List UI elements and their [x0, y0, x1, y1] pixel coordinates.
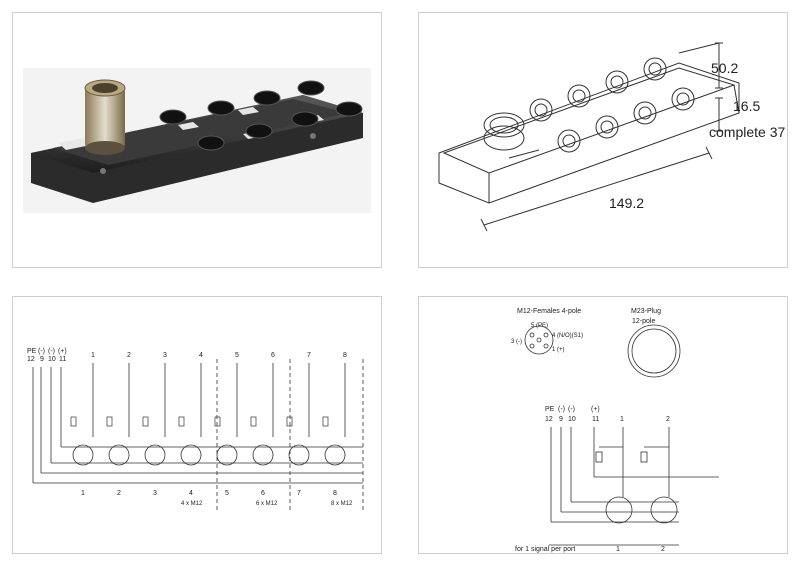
product-photo-panel	[12, 12, 382, 268]
m12-pinout	[524, 325, 554, 355]
port-2-socket	[650, 496, 678, 524]
port-1-socket	[605, 496, 633, 524]
label-strip	[58, 138, 91, 150]
product-photo	[23, 68, 371, 213]
dimension-drawing	[438, 42, 740, 232]
m23-plug	[84, 79, 126, 155]
m12-sockets	[159, 80, 363, 151]
wiring-8port-panel: PE (-) (-) (+) 12 9 10 11 4 x M12 6 x M1…	[12, 296, 382, 554]
m23-pinout	[627, 324, 681, 378]
wiring-8port-diagram	[32, 359, 364, 512]
wiring-2port-panel: M12-Females 4-pole 3 (-) 5 (PE) 4 (N/O)(…	[418, 296, 788, 554]
dimension-drawing-panel: 50.2 16.5 complete 37 149.2	[418, 12, 788, 268]
wiring-2port-diagram	[524, 324, 719, 546]
